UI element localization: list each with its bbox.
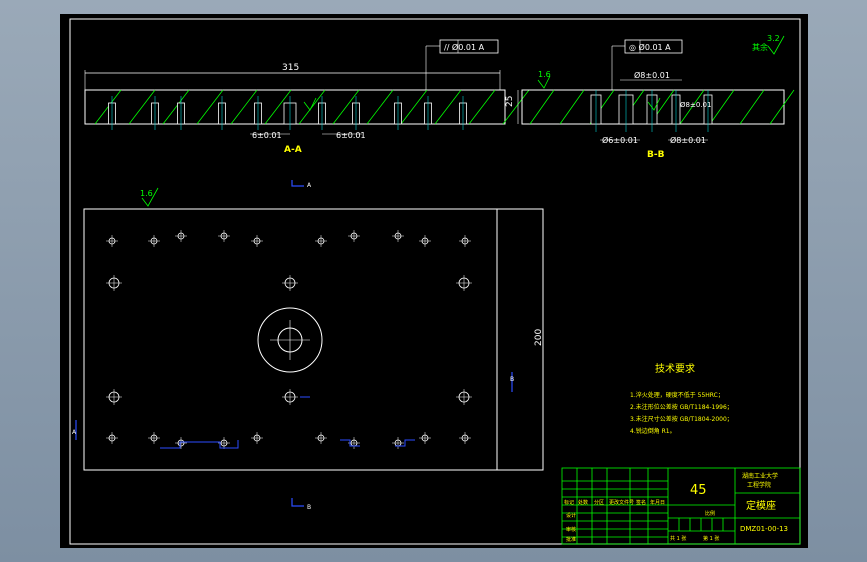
hatch-line	[739, 89, 765, 125]
section-a-view: 315 25 // Ø0.01 A 6±0.01 6±0.01 A-A	[84, 39, 530, 155]
dim-text-b2: Ø8±0.01	[680, 101, 711, 109]
roughness-general-text: 3.2	[767, 34, 780, 43]
hatch-line	[196, 89, 224, 125]
tol-frame-concentric	[624, 39, 683, 54]
plan-outline	[83, 208, 544, 471]
hatch-line	[529, 89, 555, 125]
section-a-holes	[108, 96, 467, 130]
tb-material: 45	[690, 483, 707, 498]
section-trace-d	[395, 439, 415, 447]
roughness-general-symbol	[767, 35, 785, 55]
section-trace-c	[340, 439, 360, 447]
note-line-4: 4.锐边倒角 R1。	[630, 427, 676, 435]
roughness-other-text: 其余	[752, 42, 768, 52]
tol-text-parallel: // Ø0.01 A	[444, 42, 485, 52]
hatch-line	[709, 89, 735, 125]
section-markers	[75, 180, 513, 507]
dim-text-b4: Ø8±0.01	[670, 135, 706, 145]
tb-sheet-total: 共 1 张	[670, 535, 686, 542]
tb-row-label-0: 标记	[564, 499, 574, 506]
hatch-line	[502, 89, 530, 125]
section-a-label: A-A	[284, 145, 302, 155]
notes-title: 技术要求	[655, 362, 695, 375]
tb-school2: 工程学院	[747, 481, 771, 489]
hatch-line	[162, 89, 190, 125]
tb-checker: 审核	[566, 526, 576, 533]
note-line-2: 2.未注形位公差按 GB/T1184-1996；	[630, 403, 733, 411]
hatch-line	[264, 89, 292, 125]
roughness-b-symbol	[537, 75, 551, 89]
tb-sheet-no: 第 1 张	[703, 535, 719, 542]
tb-part-name: 定模座	[746, 499, 776, 512]
dim-text-315: 315	[282, 63, 299, 73]
plan-holes	[106, 230, 472, 449]
section-b-holes	[590, 90, 713, 132]
hatch-line	[468, 89, 496, 125]
tb-part-no: DMZ01-00-13	[740, 525, 788, 533]
section-b-label: B-B	[647, 150, 665, 160]
section-b-view: ◎ Ø0.01 A Ø8±0.01 Ø8±0.01 Ø6±0.01 Ø8±0.0…	[521, 39, 795, 160]
dim-text-a2: 6±0.01	[336, 131, 366, 140]
hatch-line	[366, 89, 394, 125]
technical-notes: 技术要求 1.淬火处理，硬度不低于 55HRC； 2.未注形位公差按 GB/T1…	[630, 362, 733, 435]
tb-row-label-1: 处数	[578, 499, 588, 506]
tb-scale: 比例	[705, 510, 715, 517]
dim-text-b1: Ø8±0.01	[634, 70, 670, 80]
tb-row-label-4: 签名	[636, 499, 646, 506]
tb-row-label-2: 分区	[594, 499, 604, 506]
tb-school: 湖南工业大学	[742, 472, 778, 480]
roughness-plan-symbol	[141, 187, 159, 207]
general-roughness: 其余 3.2	[752, 34, 785, 55]
hatch-line	[769, 89, 795, 125]
note-line-1: 1.淬火处理，硬度不低于 55HRC；	[630, 391, 724, 399]
drawing-frame	[69, 18, 801, 545]
marker-right: B	[510, 376, 514, 383]
hatch-line	[400, 89, 428, 125]
hatch-line	[559, 89, 585, 125]
marker-left: A	[72, 429, 77, 436]
hatch-line	[332, 89, 360, 125]
hatch-line	[230, 89, 258, 125]
hatch-line	[679, 89, 705, 125]
dim-text-25: 25	[505, 96, 515, 107]
marker-top: A	[307, 182, 312, 189]
marker-bottom: B	[307, 504, 311, 511]
roughness-b-text: 1.6	[538, 70, 551, 79]
title-block	[561, 467, 801, 545]
section-trace-b	[160, 440, 239, 449]
locating-ring-outer	[257, 307, 323, 373]
hatch-line	[434, 89, 462, 125]
dim-text-b3: Ø6±0.01	[602, 135, 638, 145]
tb-designer: 设计	[566, 512, 576, 519]
tb-row-label-5: 年月日	[650, 499, 665, 506]
dim-text-200: 200	[534, 329, 544, 346]
note-line-3: 3.未注尺寸公差按 GB/T1804-2000；	[630, 415, 733, 423]
tol-text-concentric: ◎ Ø0.01 A	[629, 42, 671, 52]
hatch-line	[128, 89, 156, 125]
roughness-a-symbol	[303, 97, 317, 111]
tb-approver: 批准	[566, 536, 576, 543]
hatch-line	[298, 89, 326, 125]
tol-frame-parallel	[439, 39, 499, 54]
tb-row-label-3: 更改文件号	[609, 499, 634, 506]
roughness-plan-text: 1.6	[140, 189, 153, 198]
dim-text-a1: 6±0.01	[252, 131, 282, 140]
roughness-b2-symbol	[647, 97, 661, 111]
plan-view: 200 1.6 A B A B	[72, 180, 544, 511]
hatch-line	[94, 89, 122, 125]
section-a-hatch	[94, 89, 530, 125]
